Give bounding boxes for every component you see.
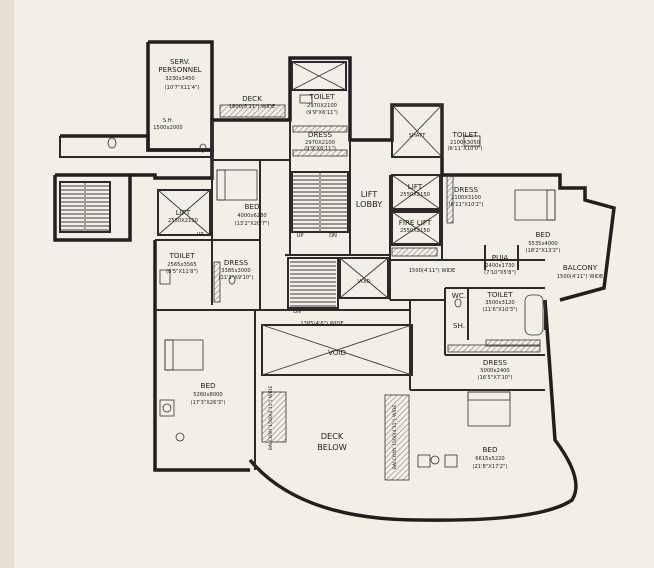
serv-personnel-name-2: PERSONNEL bbox=[158, 65, 201, 74]
fire-lift-size: 2550X2150 bbox=[400, 228, 430, 234]
sh-right-name: SH. bbox=[453, 321, 465, 330]
deck-below-name-2: BELOW bbox=[317, 442, 347, 452]
bed-lr-name: BED bbox=[482, 445, 497, 454]
bed-ll-name: BED bbox=[200, 381, 215, 390]
serv-personnel-size-ft: (10'7"X11'4") bbox=[164, 85, 199, 91]
bed-ul-size-ft: (13'2"X20'7") bbox=[234, 221, 269, 227]
puja-size-ft: (7'10"X5'8") bbox=[484, 270, 516, 276]
toilet-right-size-ft: (11'6"X10'3") bbox=[482, 307, 517, 313]
shaft-name: SHAFT bbox=[409, 133, 427, 139]
dress-left-size: 3385x3000 bbox=[221, 268, 250, 274]
lift-up-marker: UP bbox=[197, 232, 204, 238]
toilet-left-size: 2565x3565 bbox=[167, 262, 196, 268]
dress-top-size: 2970X2100 bbox=[305, 140, 335, 146]
stair-treads-c bbox=[290, 261, 336, 307]
bed-lr-size-ft: (21'8"X17'2") bbox=[472, 464, 507, 470]
furniture bbox=[107, 94, 556, 468]
bed-ll-size: 5260x8000 bbox=[193, 392, 222, 398]
lift-left-name: LIFT bbox=[176, 208, 191, 217]
bed-ul-size: 4000x6280 bbox=[237, 213, 266, 219]
bed-ur-size: 5535x4000 bbox=[528, 241, 557, 247]
lift-lobby-name-1: LIFT bbox=[361, 189, 379, 199]
stair-up-marker: UP bbox=[297, 233, 304, 239]
lift-center-size: 2550X2150 bbox=[400, 192, 430, 198]
lift-center-name: LIFT bbox=[408, 182, 423, 191]
void-large-name: VOID bbox=[328, 348, 347, 357]
balcony-right-dim: 1500(4'11") WIDE bbox=[557, 274, 604, 280]
toilet-left-size-ft: (8'5"X11'8") bbox=[166, 269, 198, 275]
bed-lr-size: 6615x5220 bbox=[475, 456, 504, 462]
toilet-ur-size-ft: (6'11"X10'0") bbox=[447, 146, 482, 152]
deck-below-name-1: DECK bbox=[321, 431, 344, 441]
shafts-and-voids bbox=[157, 61, 443, 376]
dress-top-size-ft: (9'9"X6'11") bbox=[304, 146, 336, 152]
dress-right-name: DRESS bbox=[483, 358, 508, 367]
corridor-right-dim: 1500(4'11") WIDE bbox=[409, 268, 456, 274]
fire-lift-name: FIRE LIFT bbox=[399, 218, 432, 227]
toilet-ur-size: 2100X3050 bbox=[450, 140, 480, 146]
toilet-top-size-ft: (9'9"X6'11") bbox=[306, 110, 338, 116]
dress-right-size-ft: (16'5"X7'10") bbox=[477, 375, 512, 381]
dress-ur-name: DRESS bbox=[454, 185, 479, 194]
balcony-right-name: BALCONY bbox=[563, 263, 598, 272]
bed-ll-size-ft: (17'3"X26'3") bbox=[190, 400, 225, 406]
stair-treads-b bbox=[321, 175, 347, 229]
toilet-ur-name: TOILET bbox=[451, 130, 478, 139]
dress-ur-size-ft: (6'11"X10'2") bbox=[448, 202, 483, 208]
toilet-top-size: 2970X2100 bbox=[307, 103, 337, 109]
balcony-left-strip-text: BALCONY 1500(4'11") WIDE bbox=[268, 386, 274, 451]
toilet-left-name: TOILET bbox=[168, 251, 195, 260]
stair-treads-d bbox=[61, 185, 84, 231]
serv-personnel-name-1: SERV. bbox=[170, 57, 190, 66]
bed-ul-name: BED bbox=[244, 202, 259, 211]
toilet-right-size: 3500x3120 bbox=[485, 300, 514, 306]
interior-walls bbox=[155, 120, 545, 470]
lift-left-size: 2550X2150 bbox=[168, 218, 198, 224]
page-binding-edge bbox=[0, 0, 14, 568]
sh-small-name: S.H. bbox=[163, 118, 174, 124]
puja-size: 2400x1730 bbox=[485, 263, 514, 269]
puja-name: PUJA bbox=[492, 253, 509, 262]
toilet-right-name: TOILET bbox=[486, 290, 513, 299]
room-labels: SERV. PERSONNEL 3230x3450 (10'7"X11'4") … bbox=[153, 57, 603, 470]
deck-top-name: DECK bbox=[242, 94, 262, 103]
corridor-mid-dim: 1385(4'6") WIDE bbox=[300, 321, 343, 327]
dress-left-size-ft: (11'1"X9'10") bbox=[218, 275, 253, 281]
stair-dn-marker: DN bbox=[329, 233, 337, 239]
wardrobe-strips bbox=[213, 104, 541, 481]
balcony-right-strip-text: BALCONY 1500(4'11") WIDE bbox=[392, 405, 398, 470]
bed-ur-name: BED bbox=[535, 230, 550, 239]
toilet-top-name: TOILET bbox=[308, 92, 335, 101]
wc-name: WC. bbox=[452, 291, 466, 300]
serv-personnel-size: 3230x3450 bbox=[165, 76, 194, 82]
dress-left-name: DRESS bbox=[224, 258, 249, 267]
stair-dn-marker-2: DN bbox=[293, 309, 301, 315]
lift-lobby-name-2: LOBBY bbox=[356, 199, 383, 209]
dress-top-name: DRESS bbox=[308, 130, 333, 139]
deck-top-dim: 1800(5'11") WIDE bbox=[229, 104, 276, 110]
stair-treads-a bbox=[293, 175, 319, 229]
stair-treads-e bbox=[86, 185, 109, 231]
void-small-name: VOID bbox=[357, 279, 370, 285]
dress-right-size: 5000x2400 bbox=[480, 368, 509, 374]
bed-ur-size-ft: (18'2"X13'2") bbox=[525, 248, 560, 254]
sh-small-size: 1500x2000 bbox=[153, 125, 182, 131]
staircases bbox=[59, 171, 349, 309]
dress-ur-size: 2100X3100 bbox=[451, 195, 481, 201]
